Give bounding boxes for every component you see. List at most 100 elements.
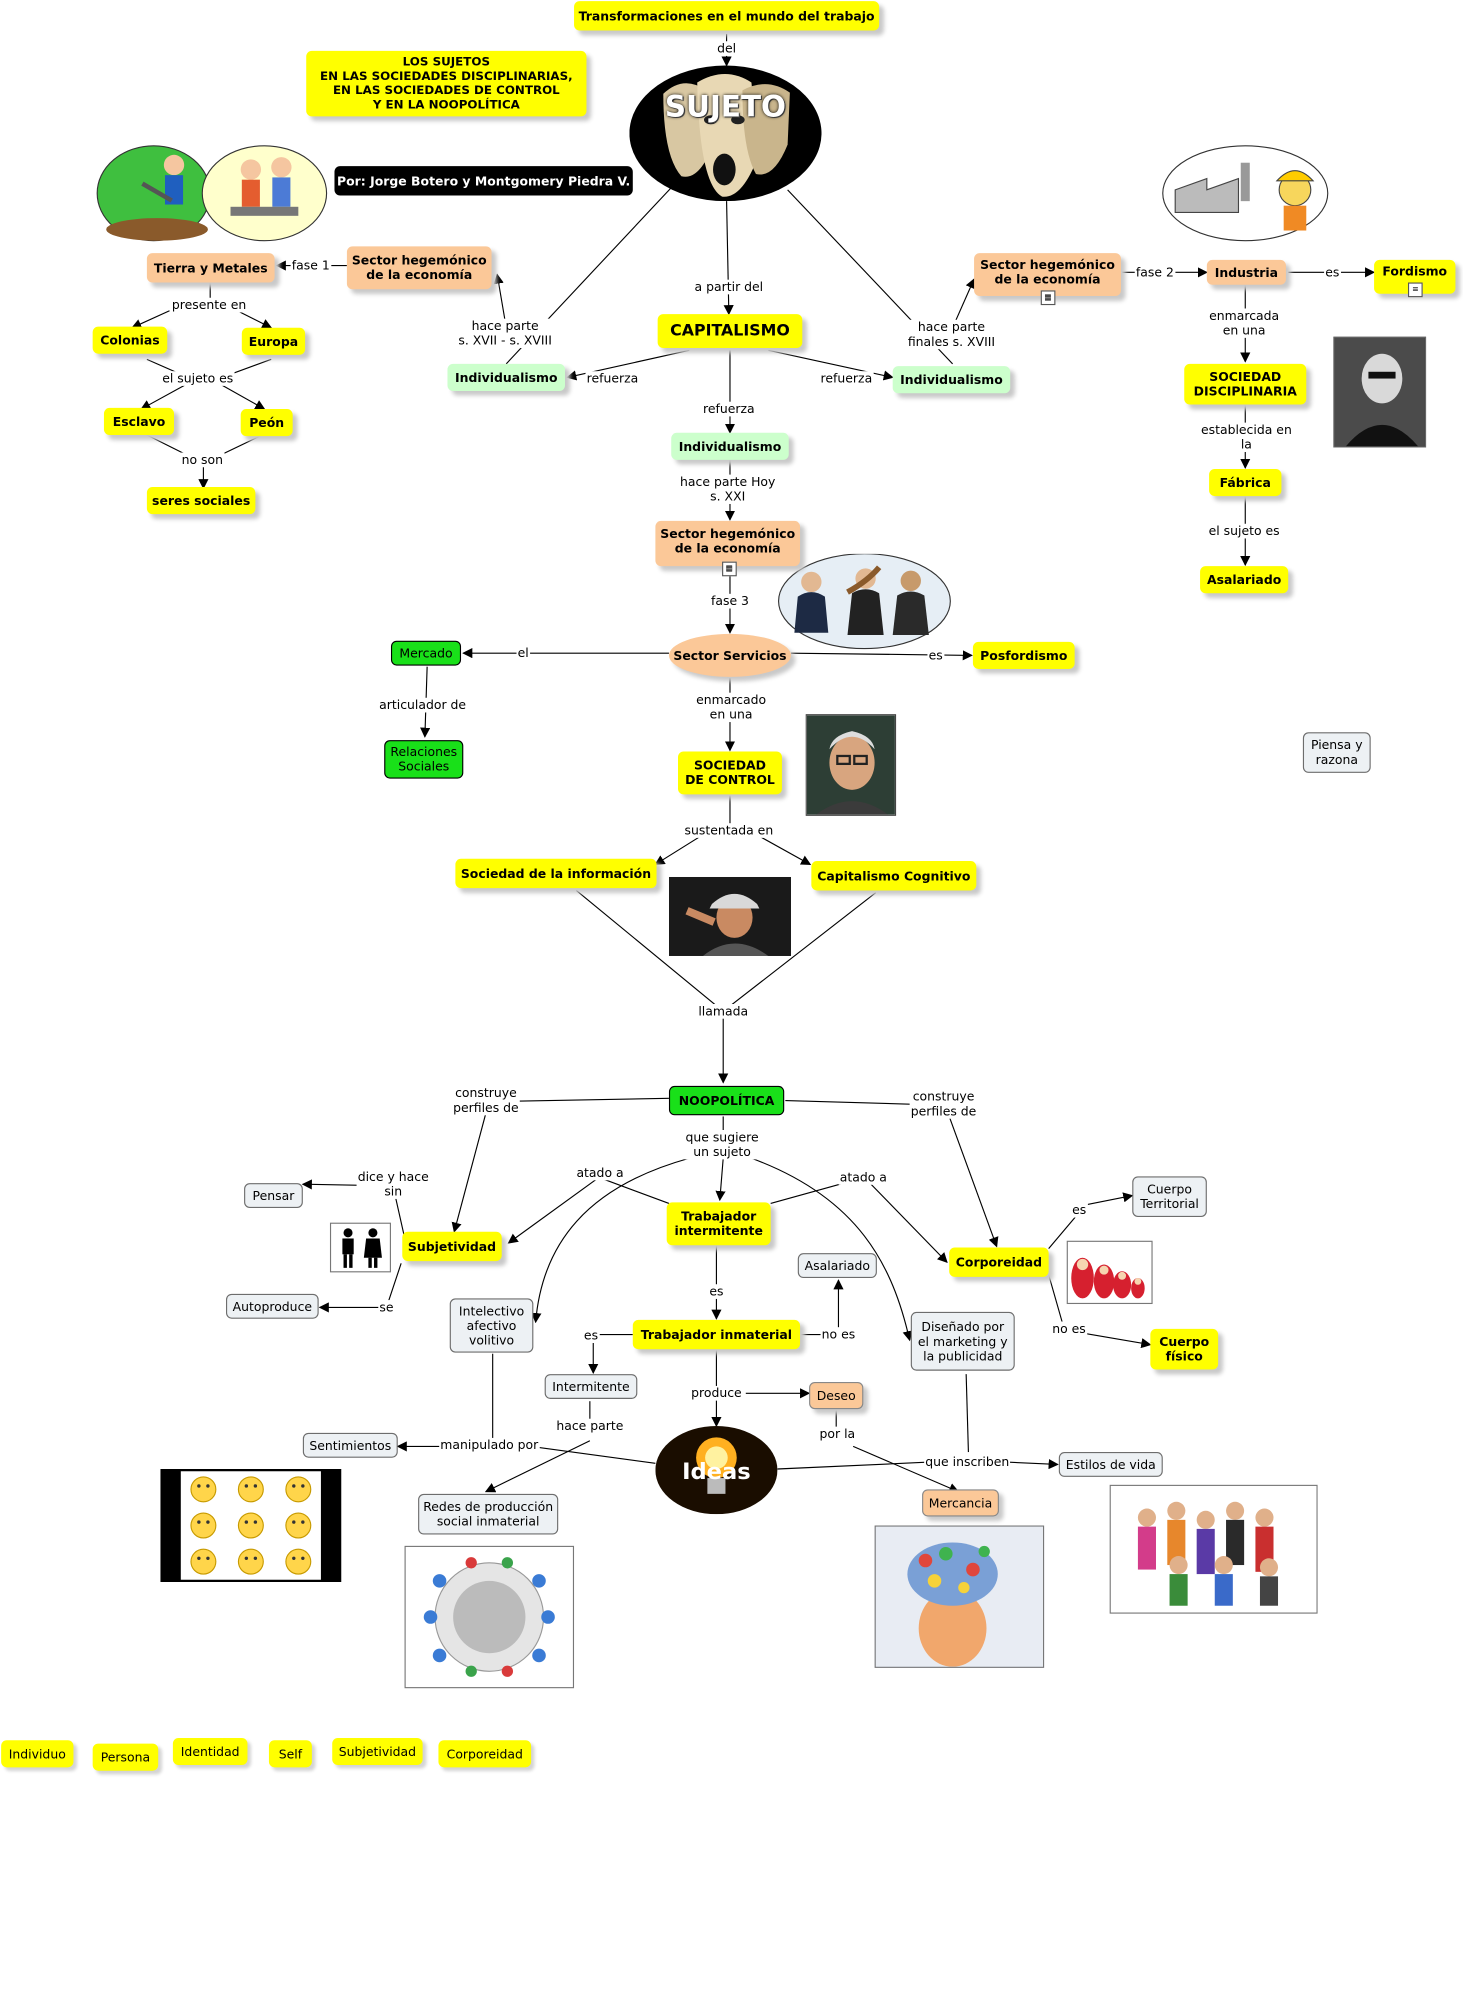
ideas-bulb-image: Ideas: [655, 1426, 778, 1515]
industria-node[interactable]: Industria: [1206, 259, 1286, 285]
link-label: enmarcado en una: [694, 692, 768, 723]
sociedad-disciplinaria-node[interactable]: SOCIEDAD DISCIPLINARIA: [1184, 363, 1307, 405]
link-label: hace parte Hoy s. XXI: [678, 474, 777, 504]
link-label: establecida en la: [1199, 422, 1293, 452]
disenado-node[interactable]: Diseñado por el marketing y la publicida…: [910, 1311, 1015, 1371]
workers-image: [95, 145, 330, 242]
link-label: sustentada en: [683, 823, 775, 838]
business-handshake-image: [777, 553, 952, 650]
trabajador-intermitente-node[interactable]: Trabajador intermitente: [666, 1202, 771, 1246]
sector-hegemonico-center-node[interactable]: Sector hegemónico de la economía: [655, 520, 801, 567]
corporeidad-node[interactable]: Corporeidad: [949, 1247, 1049, 1277]
factory-image: [1162, 145, 1329, 242]
colonias-node[interactable]: Colonias: [92, 326, 168, 354]
link-label: enmarcada en una: [1207, 308, 1281, 338]
sociedad-control-node[interactable]: SOCIEDAD DE CONTROL: [678, 751, 782, 795]
link-label: atado a: [838, 1170, 889, 1185]
sujeto-label: SUJETO: [664, 90, 786, 125]
link-label: no es: [1051, 1321, 1087, 1337]
link-label: fase 3: [709, 593, 751, 609]
link-label: es: [1070, 1202, 1088, 1218]
sentimientos-node[interactable]: Sentimientos: [302, 1432, 398, 1458]
relaciones-sociales-node[interactable]: Relaciones Sociales: [384, 740, 464, 779]
sector-hegemonico-right-node[interactable]: Sector hegemónico de la economía: [974, 253, 1121, 297]
link-label: a partir del: [693, 279, 765, 295]
ideas-label: Ideas: [682, 1457, 751, 1485]
link-label: no son: [180, 452, 225, 468]
sociedad-informacion-node[interactable]: Sociedad de la información: [455, 858, 657, 889]
link-label: dice y hace sin: [356, 1169, 430, 1199]
footer-identidad[interactable]: Identidad: [172, 1737, 248, 1766]
link-label: refuerza: [701, 401, 756, 417]
link-label: hace parte s. XVII - s. XVIII: [457, 318, 554, 349]
capitalismo-node[interactable]: CAPITALISMO: [657, 314, 803, 349]
peon-node[interactable]: Peón: [240, 409, 293, 437]
link-label: construye perfiles de: [451, 1085, 520, 1116]
link-label: que inscriben: [924, 1454, 1011, 1470]
asalariado-right-node[interactable]: Asalariado: [1200, 566, 1289, 594]
link-label: el: [516, 645, 530, 661]
capitalismo-cognitivo-node[interactable]: Capitalismo Cognitivo: [811, 861, 977, 891]
link-label: produce: [689, 1385, 743, 1401]
fabrica-node[interactable]: Fábrica: [1209, 468, 1282, 497]
link-label: refuerza: [585, 371, 640, 386]
concept-map-icon[interactable]: ▦: [1040, 290, 1056, 306]
seres-sociales-node[interactable]: seres sociales: [146, 487, 256, 515]
tierra-metales-node[interactable]: Tierra y Metales: [146, 253, 275, 283]
link-label: que sugiere un sujeto: [684, 1130, 760, 1160]
foucault-portrait-image: [1333, 336, 1427, 448]
deseo-node[interactable]: Deseo: [809, 1381, 864, 1410]
link-label: llamada: [697, 1004, 750, 1019]
link-label: presente en: [170, 297, 248, 313]
footer-subjetividad[interactable]: Subjetividad: [332, 1737, 423, 1766]
trabajador-inmaterial-node[interactable]: Trabajador inmaterial: [632, 1319, 801, 1350]
link-label: el sujeto es: [1207, 523, 1281, 539]
link-label: por la: [818, 1426, 857, 1442]
link-label: hace parte: [555, 1418, 625, 1434]
piensa-razona-node[interactable]: Piensa y razona: [1302, 732, 1371, 773]
link-label: construye perfiles de: [909, 1089, 978, 1119]
link-label: es: [1324, 264, 1341, 280]
noopolitica-node[interactable]: NOOPOLÍTICA: [668, 1085, 785, 1116]
footer-corporeidad[interactable]: Corporeidad: [438, 1740, 532, 1768]
esclavo-node[interactable]: Esclavo: [103, 407, 175, 436]
link-label: manipulado por: [439, 1437, 540, 1453]
document-icon[interactable]: ≡: [1407, 282, 1423, 298]
footer-self[interactable]: Self: [268, 1740, 312, 1768]
link-label: el sujeto es: [161, 371, 235, 386]
subjetividad-node[interactable]: Subjetividad: [402, 1231, 502, 1262]
mercado-node[interactable]: Mercado: [390, 640, 462, 666]
pensar-node[interactable]: Pensar: [244, 1183, 303, 1208]
footer-persona[interactable]: Persona: [92, 1743, 159, 1771]
mercancia-node[interactable]: Mercancia: [922, 1489, 999, 1517]
matryoshka-image: [1066, 1240, 1153, 1305]
posfordismo-node[interactable]: Posfordismo: [972, 641, 1075, 669]
link-label: hace parte finales s. XVIII: [906, 319, 997, 350]
speaker-cap-image: [668, 876, 791, 956]
group-photo-image: [1109, 1484, 1318, 1614]
link-label: fase 2: [1134, 264, 1175, 280]
asalariado-center-node[interactable]: Asalariado: [797, 1253, 877, 1279]
autoproduce-node[interactable]: Autoproduce: [226, 1293, 319, 1319]
europa-node[interactable]: Europa: [241, 327, 306, 355]
concept-map-icon-center[interactable]: ▦: [722, 561, 737, 577]
authors-box: Por: Jorge Botero y Montgomery Piedra V.: [334, 166, 633, 196]
sector-hegemonico-left-node[interactable]: Sector hegemónico de la economía: [346, 246, 492, 290]
cuerpo-territorial-node[interactable]: Cuerpo Territorial: [1132, 1176, 1207, 1218]
individualismo-left-node[interactable]: Individualismo: [447, 363, 565, 391]
cuerpo-fisico-node[interactable]: Cuerpo físico: [1150, 1328, 1219, 1370]
link-label: se: [378, 1300, 395, 1315]
sujeto-mask-image: SUJETO: [629, 65, 822, 202]
intermitente-node[interactable]: Intermitente: [544, 1374, 638, 1399]
link-label: refuerza: [819, 371, 874, 386]
footer-individuo[interactable]: Individuo: [1, 1740, 74, 1768]
link-label: del: [715, 41, 738, 56]
sector-servicios-node[interactable]: Sector Servicios: [668, 633, 791, 677]
link-label: fase 1: [290, 258, 331, 273]
individualismo-center-node[interactable]: Individualismo: [671, 432, 789, 460]
link-label: no es: [820, 1327, 857, 1342]
redes-produccion-node[interactable]: Redes de producción social inmaterial: [418, 1493, 559, 1535]
estilos-vida-node[interactable]: Estilos de vida: [1058, 1452, 1163, 1477]
individualismo-right-node[interactable]: Individualismo: [892, 366, 1011, 394]
intelectivo-node[interactable]: Intelectivo afectivo volitivo: [449, 1298, 534, 1353]
